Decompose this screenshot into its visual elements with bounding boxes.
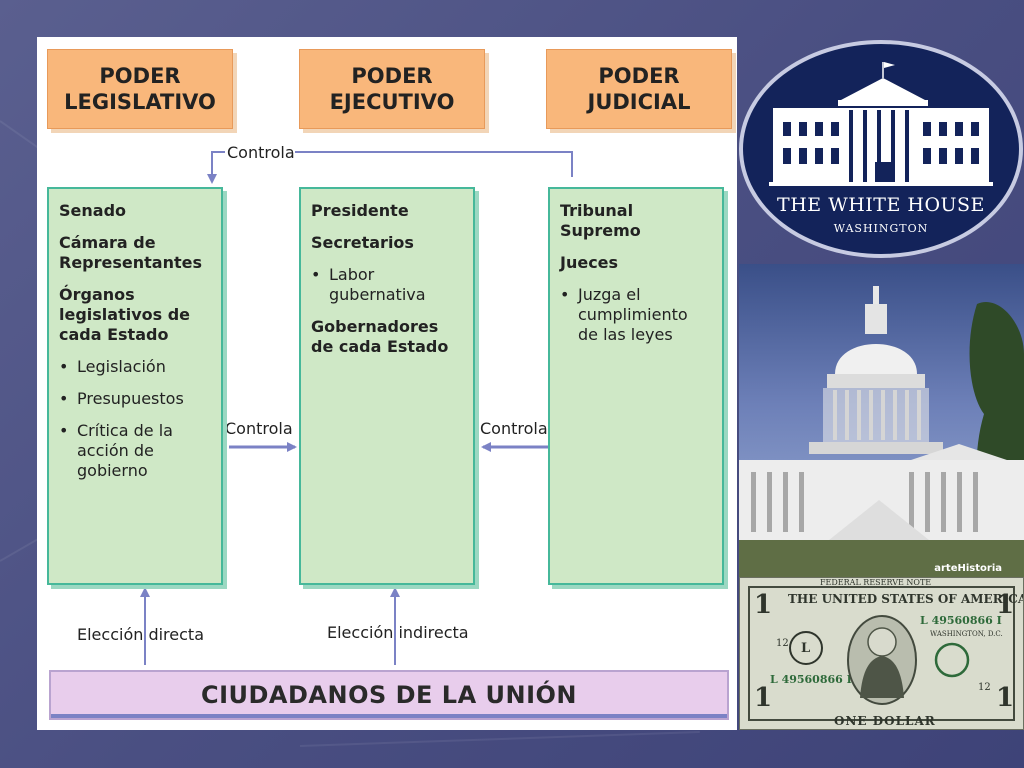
bullet-labor: Labor gubernativa [311,265,463,305]
item-jueces: Jueces [560,253,619,272]
header-poder-legislativo: PODER LEGISLATIVO [47,49,233,129]
white-house-seal: THE WHITE HOUSE WASHINGTON [739,40,1023,258]
item-organos: Órganos legislativos de cada Estado [59,285,191,344]
white-house-subtitle: WASHINGTON [833,222,929,235]
bill-serial-bottom: L 49560866 I [770,673,852,686]
controla-label-right: Controla [480,419,548,438]
header-poder-judicial: PODER JUDICIAL [546,49,732,129]
header-line: LEGISLATIVO [64,90,216,114]
bullet-critica: Crítica de la acción de gobierno [59,421,211,481]
item-presidente: Presidente [311,201,409,220]
bill-art [789,615,970,705]
item-secretarios: Secretarios [311,233,414,252]
bill-border [748,586,1015,721]
ciudadanos-bar: CIUDADANOS DE LA UNIÓN [49,670,729,720]
bullet-juzga: Juzga el cumplimiento de las leyes [560,285,712,345]
controla-label-top: Controla [227,143,295,162]
header-line: JUDICIAL [587,90,691,114]
item-tribunal: Tribunal Supremo [560,201,641,240]
eleccion-directa-label: Elección directa [77,625,204,644]
controla-top-arrow [207,151,225,184]
controla-label-left: Controla [225,419,293,438]
item-camara: Cámara de Representantes [59,233,202,272]
header-line: PODER [598,64,680,88]
bill-denomination: ONE DOLLAR [834,714,936,728]
item-gobernadores: Gobernadores de cada Estado [311,317,449,356]
bill-country: THE UNITED STATES OF AMERICA [788,592,1024,606]
header-line: PODER [99,64,181,88]
bullet-presupuestos: Presupuestos [59,389,211,409]
white-house-title: THE WHITE HOUSE [777,194,985,216]
header-line: EJECUTIVO [329,90,455,114]
capitol-icon [739,286,1024,577]
bill-corner-small: 12 [776,638,789,649]
bill-serial-top: L 49560866 I [920,614,1002,627]
arrows-layer [140,151,573,665]
item-senado: Senado [59,201,127,220]
background-decoration [299,731,700,747]
bill-corner: 1 [754,683,773,713]
capitol-credit: arteHistoria [934,563,1002,574]
bill-corner: 1 [996,590,1015,620]
eleccion-indirecta-label: Elección indirecta [327,623,469,642]
bullet-legislacion: Legislación [59,357,211,377]
header-poder-ejecutivo: PODER EJECUTIVO [299,49,485,129]
diagram-panel: PODER LEGISLATIVO PODER EJECUTIVO PODER … [37,37,737,730]
header-line: PODER [351,64,433,88]
bill-top: FEDERAL RESERVE NOTE [820,578,932,587]
bill-corner: 1 [996,683,1015,713]
box-legislativo: Senado Cámara de Representantes Órganos … [47,187,223,585]
box-ejecutivo: Presidente Secretarios Labor gubernativa… [299,187,475,585]
white-house-icon [769,62,993,186]
bill-corner-small: 12 [978,682,991,693]
bill-corner: 1 [754,590,773,620]
capitol-photo: arteHistoria [739,264,1024,577]
dollar-bill: FEDERAL RESERVE NOTE THE UNITED STATES O… [739,577,1024,730]
controla-top-line [295,151,573,177]
box-judicial: Tribunal Supremo Jueces Juzga el cumplim… [548,187,724,585]
bill-city: WASHINGTON, D.C. [930,630,1003,638]
bill-letter: L [801,641,811,656]
